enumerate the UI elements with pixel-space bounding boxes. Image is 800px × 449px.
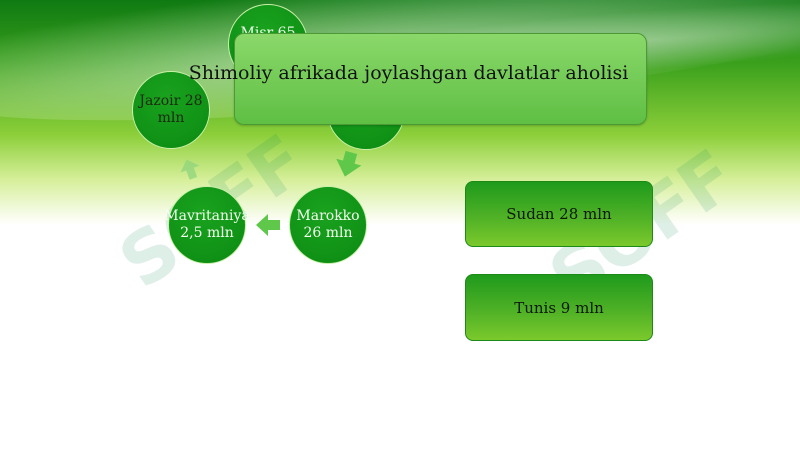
circle-jazoir: Jazoir 28 mln bbox=[132, 71, 210, 149]
box-tunis: Tunis 9 mln bbox=[465, 274, 653, 341]
page-title: Shimoliy afrikada joylashgan davlatlar a… bbox=[188, 62, 629, 84]
box-sudan: Sudan 28 mln bbox=[465, 181, 653, 247]
circle-marokko-label: Marokko 26 mln bbox=[296, 208, 360, 241]
box-sudan-label: Sudan 28 mln bbox=[506, 205, 612, 223]
arrow-down-icon bbox=[336, 150, 362, 177]
circle-marokko: Marokko 26 mln bbox=[289, 186, 367, 264]
circle-jazoir-label: Jazoir 28 mln bbox=[139, 93, 203, 126]
box-tunis-label: Tunis 9 mln bbox=[514, 298, 604, 317]
circle-mavritaniya-label: Mavritaniya 2,5 mln bbox=[164, 208, 250, 241]
title-box: Shimoliy afrikada joylashgan davlatlar a… bbox=[189, 33, 647, 125]
arrow-up-icon bbox=[180, 159, 200, 180]
circle-mavritaniya: Mavritaniya 2,5 mln bbox=[164, 186, 250, 264]
arrow-left-icon bbox=[256, 214, 280, 236]
